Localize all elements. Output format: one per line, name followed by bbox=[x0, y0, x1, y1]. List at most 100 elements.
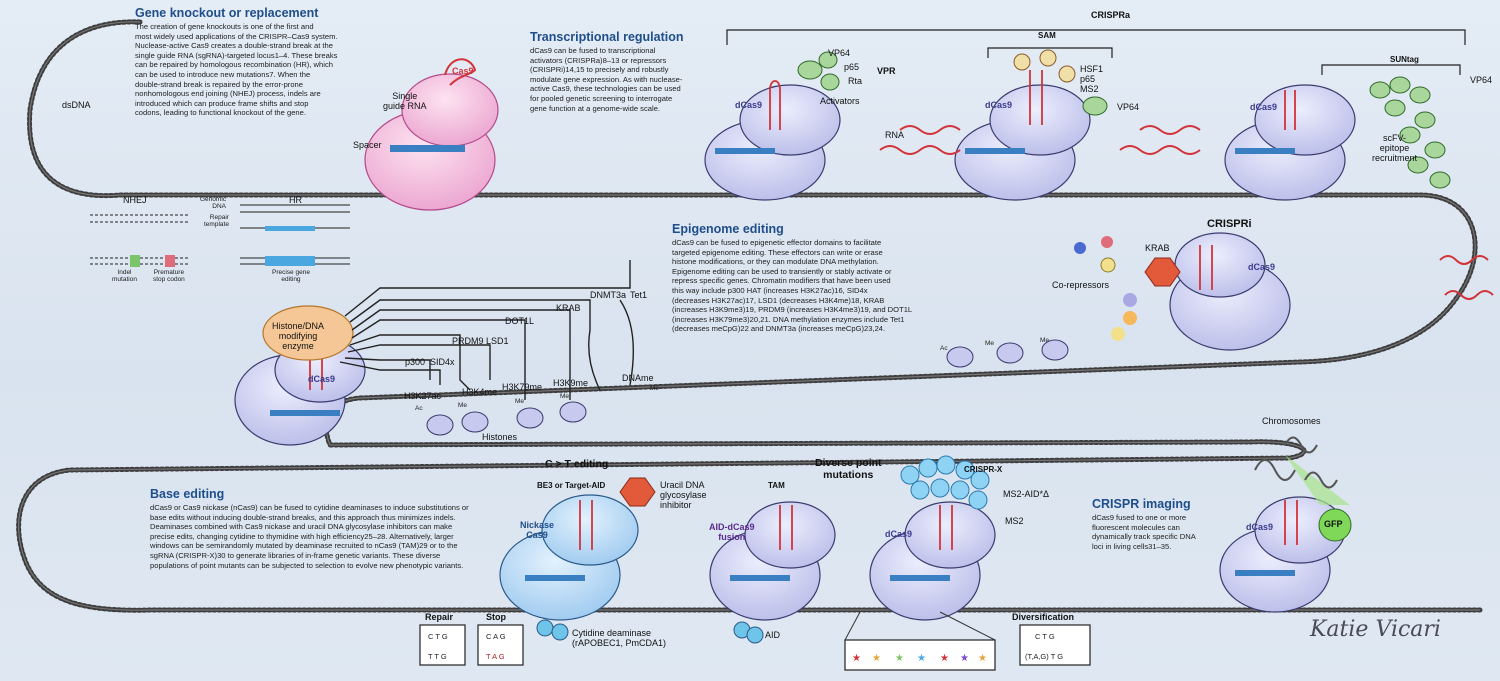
div-codon-top: C T G bbox=[1035, 632, 1055, 641]
dcas9-label-vpr: dCas9 bbox=[735, 100, 763, 110]
transcriptional-body: dCas9 can be fused to transcriptional ac… bbox=[530, 46, 683, 113]
repair-label: Repair bbox=[425, 612, 454, 622]
repair-template-label: Repair template bbox=[204, 214, 229, 228]
epigenome-dcas9 bbox=[234, 305, 366, 446]
h3k4me-label: H3K4me bbox=[462, 387, 498, 397]
svg-text:★: ★ bbox=[978, 653, 987, 664]
ms2-aid-label: MS2-AID*Δ bbox=[1003, 489, 1050, 499]
scfv-label: scFV- epitope recruitment bbox=[1372, 133, 1418, 163]
stop-codon-bottom: T A G bbox=[486, 652, 505, 661]
activators-label: Activators bbox=[820, 96, 860, 106]
premature-stop-label: Premature stop codon bbox=[153, 269, 185, 283]
svg-text:★: ★ bbox=[872, 653, 881, 664]
repair-codon-bottom: T T G bbox=[428, 652, 447, 661]
transcriptional-title: Transcriptional regulation bbox=[530, 30, 684, 44]
rna-transcripts bbox=[879, 125, 1494, 300]
ac-label-2: Ac bbox=[940, 345, 948, 352]
vp64-label-suntag: VP64 bbox=[1470, 75, 1493, 85]
gene-knockout-title: Gene knockout or replacement bbox=[135, 6, 319, 20]
dcas9-vpr bbox=[704, 51, 841, 201]
diversification-label: Diversification bbox=[1012, 612, 1075, 622]
base-editing-title: Base editing bbox=[150, 487, 225, 501]
dcas9-crispri bbox=[1074, 232, 1291, 351]
prdm9-label: PRDM9 bbox=[452, 336, 484, 346]
dcas9-sam bbox=[954, 49, 1108, 201]
effector-lines bbox=[339, 260, 634, 400]
h3k27ac-label: H3K27ac bbox=[404, 391, 442, 401]
dot1l-label: DOT1L bbox=[505, 316, 535, 326]
dsdna-label: dsDNA bbox=[62, 100, 91, 110]
repair-diagram bbox=[90, 204, 350, 267]
vp64-label-sam: VP64 bbox=[1117, 102, 1140, 112]
single-guide-rna-label: Single guide RNA bbox=[383, 91, 427, 111]
rta-label: Rta bbox=[848, 76, 863, 86]
imaging-dcas9 bbox=[1219, 436, 1352, 613]
diverse-label: Diverse point mutations bbox=[815, 457, 882, 481]
imaging-title: CRISPR imaging bbox=[1092, 497, 1191, 511]
histone-enzyme-label: Histone/DNA modifying enzyme bbox=[272, 321, 325, 351]
repair-codon-top: C T G bbox=[428, 632, 448, 641]
histones-label: Histones bbox=[482, 432, 518, 442]
p65-label-sam: p65 bbox=[1080, 74, 1096, 84]
ac-label-1: Ac bbox=[415, 405, 423, 412]
imaging-body: dCas9 fused to one or more fluorescent m… bbox=[1092, 513, 1196, 551]
stop-label: Stop bbox=[486, 612, 506, 622]
indel-mutation-label: Indel mutation bbox=[112, 269, 137, 283]
hsf1-label: HSF1 bbox=[1080, 64, 1104, 74]
h3k79me-label: H3K79me bbox=[502, 382, 543, 392]
me-label-5: Me bbox=[985, 340, 995, 347]
ms2-label-crisprx: MS2 bbox=[1005, 516, 1024, 526]
artist-signature: Katie Vicari bbox=[1310, 617, 1441, 642]
cas9-nuclease bbox=[364, 58, 499, 211]
sam-label: SAM bbox=[1038, 31, 1056, 40]
corepressors-label: Co-repressors bbox=[1052, 280, 1110, 290]
svg-text:★: ★ bbox=[852, 653, 861, 664]
dcas9-label-crisprx: dCas9 bbox=[885, 529, 913, 539]
crispra-bracket bbox=[726, 29, 1466, 75]
base-editing-body: dCas9 or Cas9 nickase (nCas9) can be fus… bbox=[150, 503, 469, 570]
uracil-label: Uracil DNA glycosylase inhibitor bbox=[660, 480, 707, 510]
dcas9-label-imaging: dCas9 bbox=[1246, 522, 1274, 532]
me-label-1: Me bbox=[458, 402, 468, 409]
genomic-dna-label: Genomic DNA bbox=[200, 196, 227, 210]
be3-label: BE3 or Target-AID bbox=[537, 481, 606, 490]
lsd1-label: LSD1 bbox=[486, 336, 509, 346]
cas9-label: Cas9 bbox=[452, 66, 474, 76]
nickase-cas9 bbox=[499, 477, 656, 641]
aid-dcas9-label: AID-dCas9 fusion bbox=[709, 522, 755, 542]
nhej-label: NHEJ bbox=[123, 195, 147, 205]
p300-label: p300 bbox=[405, 357, 426, 367]
crisprx-dcas9 bbox=[869, 455, 996, 621]
chromosomes-label: Chromosomes bbox=[1262, 416, 1321, 426]
ct-editing-label: C > T editing bbox=[545, 458, 609, 470]
h3k9me-label: H3K9me bbox=[553, 378, 589, 388]
dcas9-label-epigenome: dCas9 bbox=[308, 374, 336, 384]
suntag-label: SUNtag bbox=[1390, 55, 1419, 64]
cytidine-label: Cytidine deaminase (rAPOBEC1, PmCDA1) bbox=[572, 628, 667, 648]
dnmt3a-label: DNMT3a bbox=[590, 290, 627, 300]
diversification-stars: ★ ★ ★ ★ ★ ★ ★ bbox=[852, 653, 987, 664]
epigenome-title: Epigenome editing bbox=[672, 222, 784, 236]
tet1-label: Tet1 bbox=[630, 290, 648, 300]
dcas9-suntag bbox=[1224, 76, 1451, 201]
aid-dcas9 bbox=[709, 501, 836, 644]
p65-label-vpr: p65 bbox=[844, 62, 860, 72]
krab-label-epi: KRAB bbox=[556, 303, 581, 313]
me-label-2: Me bbox=[515, 398, 525, 405]
div-codon-bottom: (T,A,G) T G bbox=[1025, 652, 1064, 661]
dname-label: DNAme bbox=[622, 373, 654, 383]
crispra-label: CRISPRa bbox=[1091, 10, 1131, 20]
vp64-label-vpr: VP64 bbox=[828, 48, 851, 58]
svg-text:★: ★ bbox=[895, 653, 904, 664]
crisprx-label: CRISPR-X bbox=[964, 465, 1003, 474]
nickase-label: Nickase Cas9 bbox=[520, 520, 555, 540]
krab-label-crispri: KRAB bbox=[1145, 243, 1170, 253]
svg-text:★: ★ bbox=[940, 653, 949, 664]
svg-text:★: ★ bbox=[917, 653, 926, 664]
zoom-lines bbox=[844, 611, 996, 641]
spacer-label: Spacer bbox=[353, 140, 382, 150]
svg-text:★: ★ bbox=[960, 653, 969, 664]
stop-codon-top: C A G bbox=[486, 632, 506, 641]
